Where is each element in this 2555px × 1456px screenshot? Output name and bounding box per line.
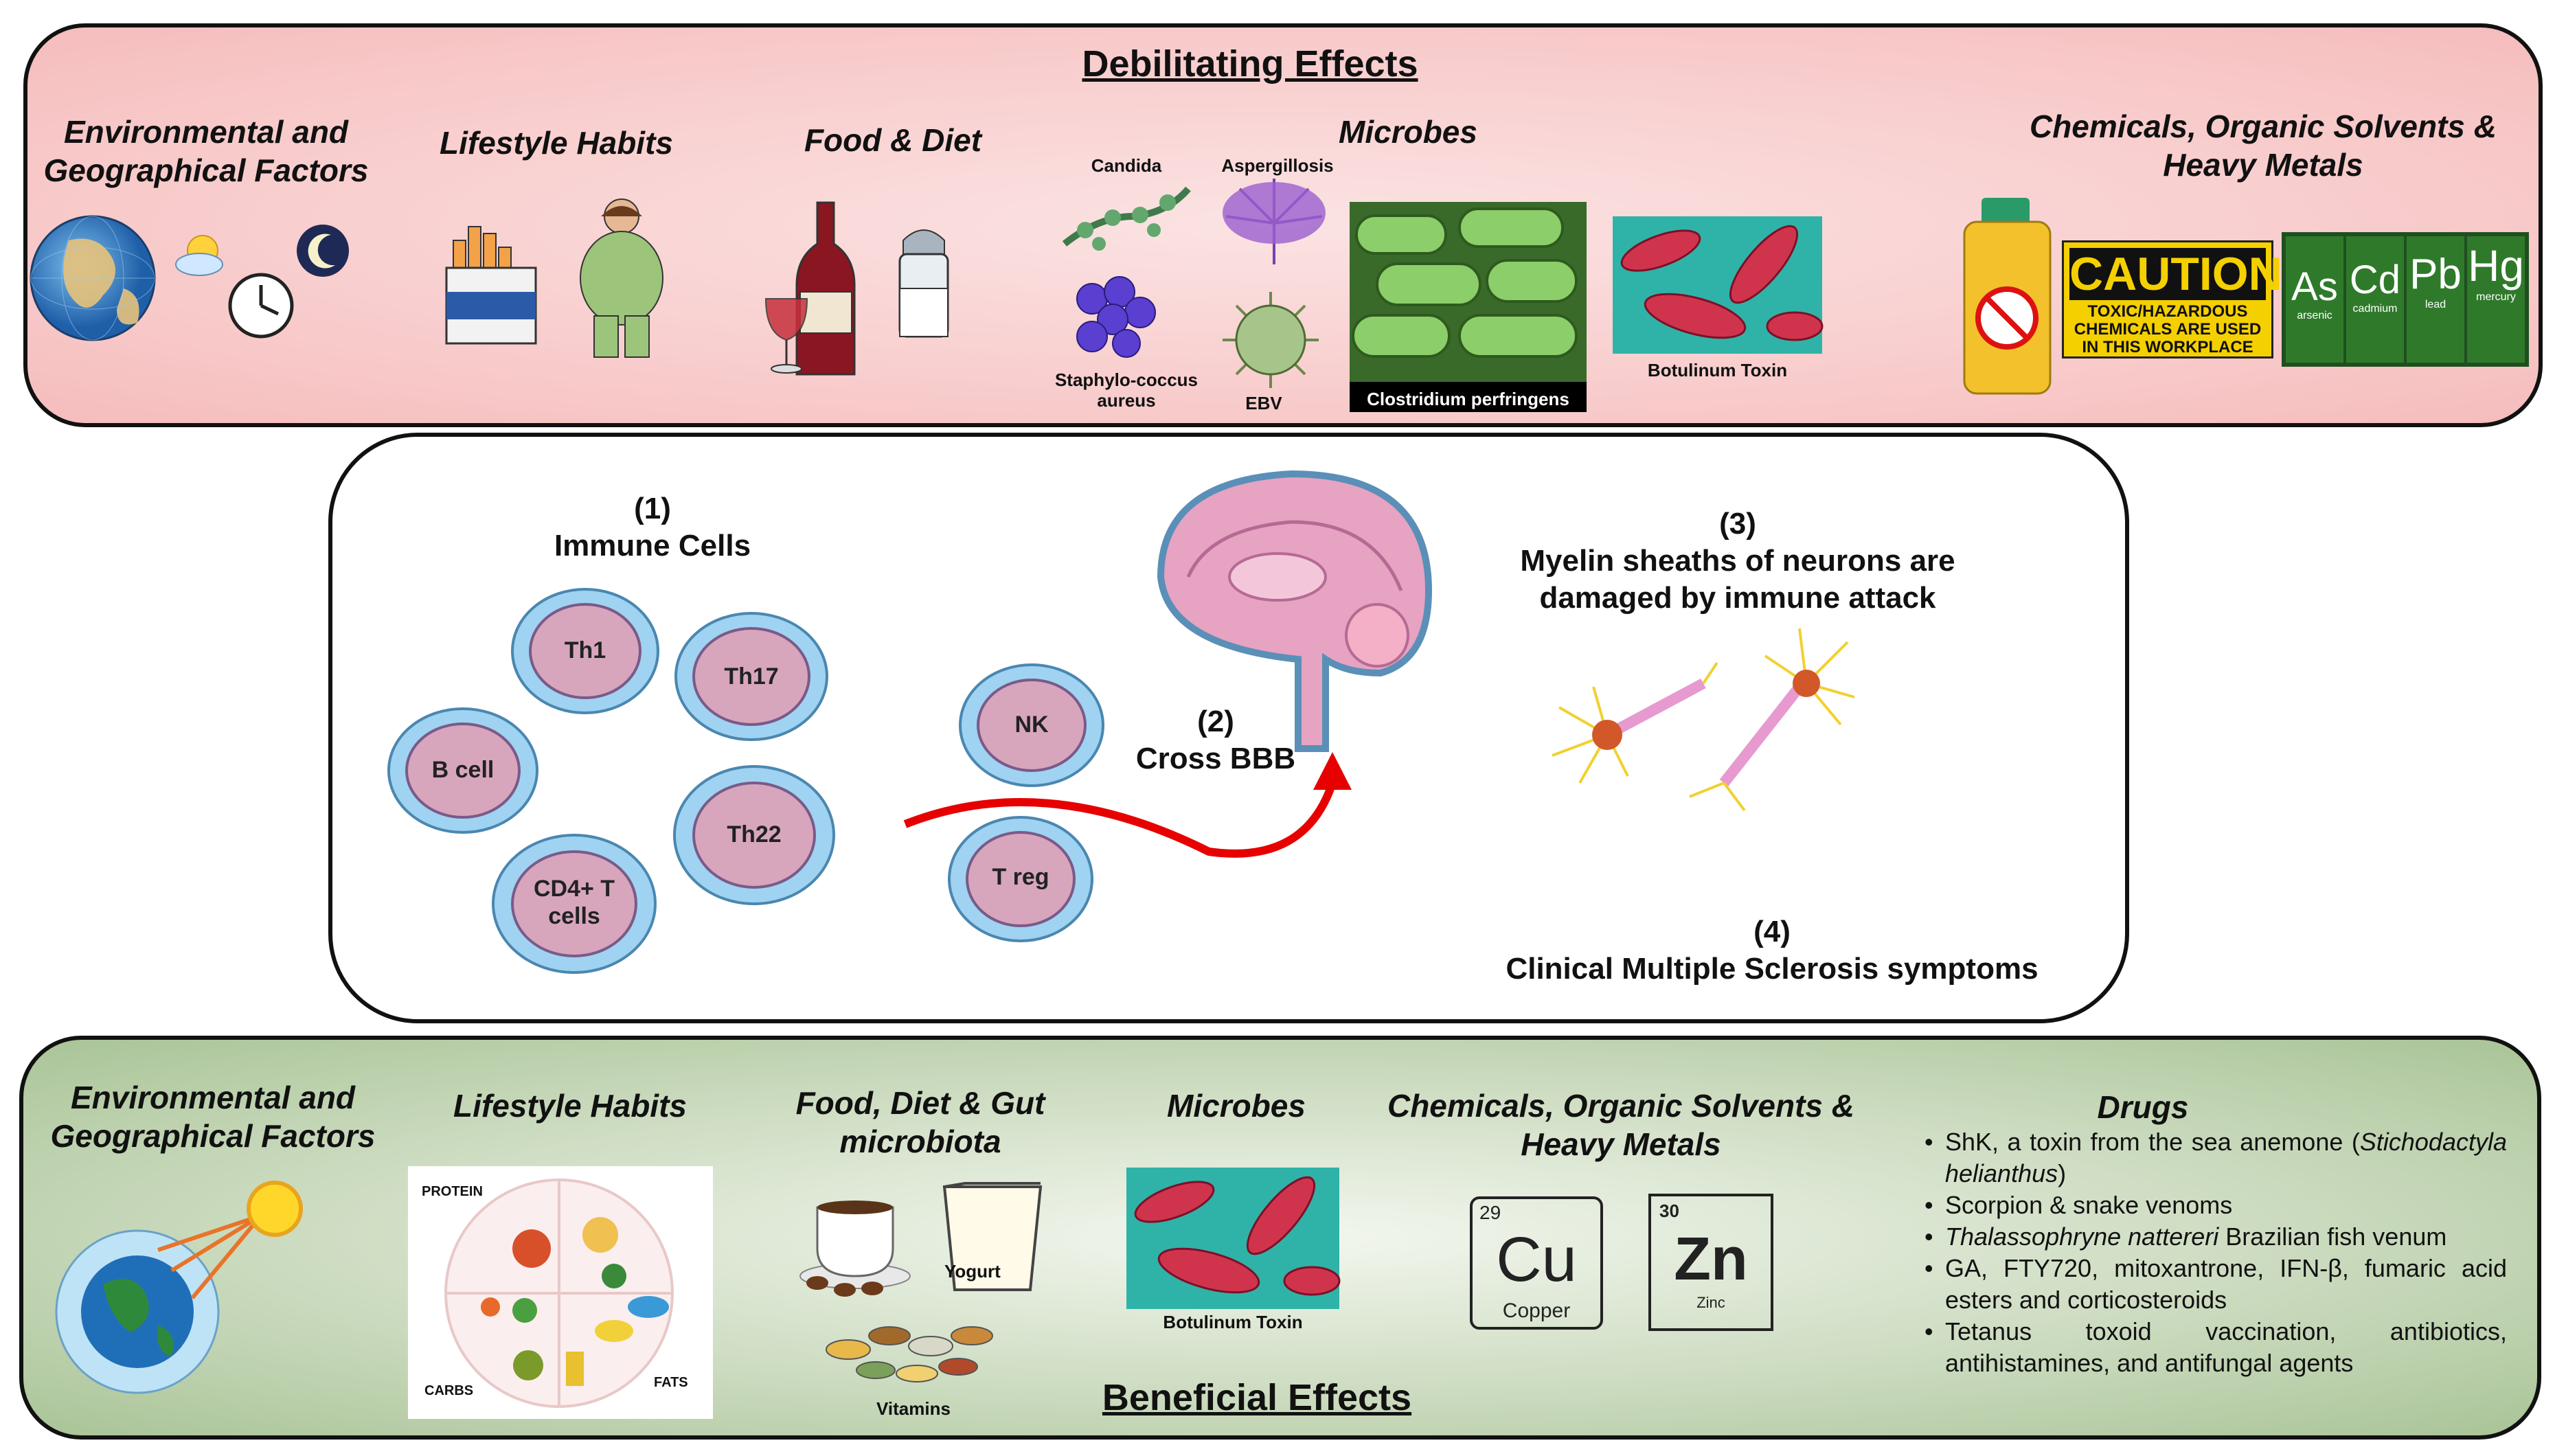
candida-icon (1062, 186, 1191, 251)
myelin-number: (3) (1719, 507, 1756, 541)
cell-treg (948, 816, 1093, 942)
th17-label: Th17 (724, 663, 779, 690)
microbes-header: Microbes (1339, 114, 1477, 150)
vitamins-label: Vitamins (876, 1398, 951, 1419)
wine-bottle-glass-icon (764, 201, 856, 376)
botulinum-toxin-image (1613, 216, 1824, 354)
zinc-name: Zinc (1696, 1294, 1725, 1311)
immune-cells-title: Immune Cells (554, 529, 751, 562)
candida-label: Candida (1091, 155, 1162, 176)
drug-item-venoms: Scorpion & snake venoms (1924, 1190, 2507, 1221)
copper-name: Copper (1502, 1299, 1571, 1322)
immune-cells-number: (1) (634, 492, 671, 525)
nk-label: NK (1014, 712, 1049, 738)
aspergillosis-icon (1223, 179, 1326, 264)
beneficial-effects-title: Beneficial Effects (1102, 1377, 1412, 1418)
staphylococcus-icon (1076, 276, 1156, 358)
vitamins-icon (826, 1326, 993, 1383)
caution-line-1: TOXIC/HAZARDOUS (2087, 302, 2248, 321)
clostridium-label: Clostridium perfringens (1367, 389, 1569, 409)
aspergillosis-label: Aspergillosis (1221, 155, 1334, 176)
microbes-header-bottom: Microbes (1167, 1088, 1306, 1124)
cell-th22 (673, 765, 835, 905)
copper-number: 29 (1479, 1202, 1501, 1223)
plate-icon (444, 1179, 674, 1408)
yogurt-icon (942, 1182, 1043, 1291)
overweight-person-icon (580, 198, 663, 358)
clostridium-image (1350, 202, 1587, 412)
zinc-number: 30 (1659, 1201, 1679, 1221)
caution-word: CAUTION (2069, 248, 2282, 300)
sun-earth-icon (55, 1181, 303, 1394)
zinc-element-box: 30 Zn Zinc (1648, 1194, 1773, 1331)
plate-fats-label: FATS (654, 1375, 688, 1390)
drug-item-ga: GA, FTY720, mitoxantrone, IFN-β, fumaric… (1924, 1253, 2507, 1316)
chemicals-header: Chemicals, Organic Solvents & Heavy Meta… (2029, 109, 2497, 183)
drug-item-tetanus: Tetanus toxoid vaccination, antibiotics,… (1924, 1316, 2507, 1379)
myelin-line-2: damaged by immune attack (1539, 581, 1936, 615)
food-plate-image: PROTEIN CARBS FATS (408, 1166, 713, 1419)
drug-item-shk: ShK, a toxin from the sea anemone (Stich… (1924, 1126, 2507, 1190)
copper-symbol: Cu (1496, 1225, 1577, 1295)
copper-element-box: 29 Cu Copper (1470, 1196, 1603, 1330)
th1-label: Th1 (564, 637, 606, 663)
env-factors-header-bottom: Environmental and Geographical Factors (50, 1080, 376, 1154)
food-gut-header: Food, Diet & Gut microbiota (795, 1085, 1045, 1159)
treg-label: T reg (992, 864, 1049, 890)
bbb-title: Cross BBB (1135, 742, 1296, 775)
plate-carbs-label: CARBS (424, 1383, 474, 1398)
clock-icon (228, 273, 294, 339)
lifestyle-header: Lifestyle Habits (440, 125, 673, 161)
bbb-number: (2) (1197, 705, 1234, 738)
bbb-arrowhead (1313, 752, 1352, 790)
botulinum-label-bottom: Botulinum Toxin (1163, 1312, 1303, 1332)
botulinum-label: Botulinum Toxin (1647, 360, 1788, 380)
ebv-virus-icon (1223, 292, 1319, 388)
myelin-line-1: Myelin sheaths of neurons are (1520, 544, 1955, 578)
botulinum-toxin-image-bottom (1126, 1168, 1341, 1309)
cigarette-pack-icon (445, 226, 537, 345)
ebv-label: EBV (1245, 393, 1282, 413)
caution-sign: CAUTION TOXIC/HAZARDOUS CHEMICALS ARE US… (2062, 240, 2282, 359)
food-diet-header: Food & Diet (804, 122, 982, 158)
clinical-number: (4) (1753, 915, 1791, 948)
drug-item-thalassophryne: Thalassophryne nattereri Brazilian fish … (1924, 1221, 2507, 1253)
moon-night-icon (297, 225, 349, 277)
globe-icon (30, 215, 156, 341)
lifestyle-header-bottom: Lifestyle Habits (453, 1088, 687, 1124)
staphylococcus-label: Staphylo-coccus aureus (1054, 369, 1199, 411)
caution-line-3: IN THIS WORKPLACE (2082, 338, 2253, 356)
neurons-icon (1552, 628, 1855, 812)
bbb-arrow (903, 782, 1337, 858)
cd4-label: CD4+ T cells (533, 876, 615, 929)
zinc-symbol: Zn (1674, 1225, 1748, 1293)
bcell-label: B cell (431, 757, 495, 783)
coffee-cup-icon (799, 1201, 911, 1297)
yogurt-label: Yogurt (944, 1261, 1001, 1282)
plate-protein-label: PROTEIN (422, 1184, 483, 1199)
th22-label: Th22 (727, 821, 782, 848)
cell-th1 (511, 588, 659, 714)
salt-shaker-icon (898, 229, 949, 338)
brain-icon (1157, 470, 1433, 752)
chemicals-header-bottom: Chemicals, Organic Solvents & Heavy Meta… (1387, 1088, 1854, 1162)
sun-cloud-icon (175, 235, 223, 276)
insecticide-can-icon (1963, 198, 2052, 395)
cell-bcell (387, 707, 538, 834)
cell-nk (959, 663, 1104, 787)
caution-line-2: CHEMICALS ARE USED (2074, 320, 2262, 339)
debilitating-effects-title: Debilitating Effects (1082, 43, 1418, 84)
drugs-list: ShK, a toxin from the sea anemone (Stich… (1923, 1126, 2507, 1379)
clinical-title: Clinical Multiple Sclerosis symptoms (1506, 952, 2039, 986)
cell-th17 (674, 612, 828, 741)
cell-cd4 (492, 834, 657, 974)
drugs-header: Drugs (2097, 1089, 2189, 1125)
env-factors-header: Environmental and Geographical Factors (43, 114, 369, 188)
